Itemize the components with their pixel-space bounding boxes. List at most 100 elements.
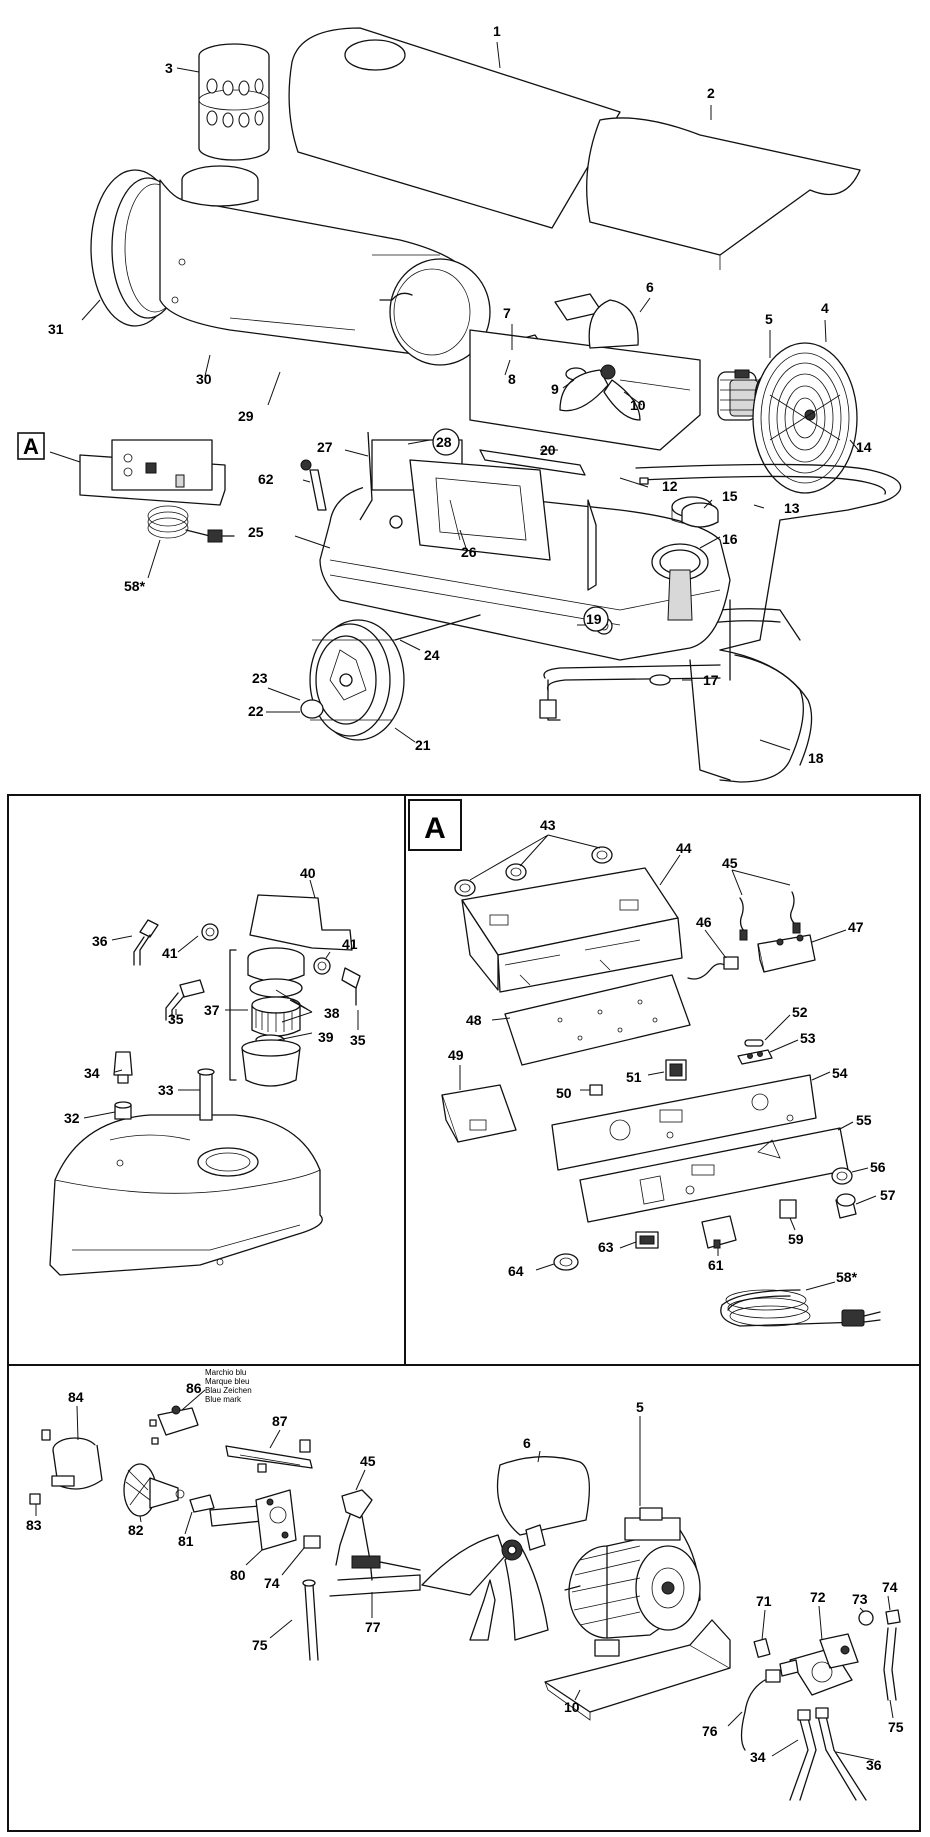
callouts-panel: 43 44 45 46 47 48 52 53 49 51 54 50 55 5… (448, 817, 896, 1285)
blue-mark-line-4: Blue mark (205, 1395, 242, 1404)
axle (394, 614, 481, 641)
callout-72: 72 (810, 1589, 826, 1605)
heater-assembly: A (17, 23, 902, 783)
upper-cover-rear (586, 117, 861, 270)
callout-54: 54 (832, 1065, 848, 1081)
nozzle-81 (189, 1494, 215, 1513)
callout-19-circle: 19 (583, 606, 609, 632)
power-cable-panel (720, 1289, 881, 1327)
callout-82: 82 (128, 1522, 144, 1538)
callout-38: 38 (324, 1005, 340, 1021)
callout-16: 16 (722, 531, 738, 547)
fan-6-detail (421, 1456, 590, 1641)
callout-87: 87 (272, 1413, 288, 1429)
callout-61: 61 (708, 1257, 724, 1273)
callout-47: 47 (848, 919, 864, 935)
callout-59: 59 (788, 1231, 804, 1247)
callout-86: 86 (186, 1380, 202, 1396)
callout-55: 55 (856, 1112, 872, 1128)
callout-29: 29 (238, 408, 254, 424)
callout-24: 24 (424, 647, 440, 663)
section-marker-a-label: A (23, 434, 39, 459)
cable-76-plug (765, 1669, 781, 1683)
fuel-hoses (789, 1707, 867, 1801)
handle-frame (539, 463, 902, 783)
sensor-62 (300, 459, 327, 511)
callouts-tank: 40 36 41 41 37 38 39 35 35 34 33 32 (64, 865, 366, 1126)
burner-head-82 (123, 1463, 185, 1517)
control-box-panel: A (408, 799, 896, 1327)
callout-74-right: 74 (882, 1579, 898, 1595)
upper-cover-front (288, 27, 621, 229)
leader-lines-top (49, 41, 861, 751)
section-marker-a-panel: A (408, 799, 462, 851)
callout-13: 13 (784, 500, 800, 516)
callout-77: 77 (365, 1619, 381, 1635)
callout-21: 21 (415, 737, 431, 753)
fan-blades (559, 299, 641, 421)
solenoid-cable-77 (329, 1555, 421, 1597)
callouts-top: 1 2 3 4 5 6 7 8 9 10 12 13 14 15 16 17 1… (48, 23, 872, 766)
switch-63 (635, 1231, 659, 1249)
burner-cylinder (372, 254, 491, 366)
callout-19: 19 (586, 611, 602, 627)
callout-5-bottom: 5 (636, 1399, 644, 1415)
bottom-section: Marchio blu Marque bleu Blau Zeichen Blu… (7, 1364, 921, 1832)
callout-20: 20 (540, 442, 556, 458)
tank-bottom-view (49, 1114, 323, 1276)
callout-71: 71 (756, 1593, 772, 1609)
callout-10-bottom: 10 (564, 1699, 580, 1715)
switch-59 (779, 1199, 797, 1219)
callout-49: 49 (448, 1047, 464, 1063)
callout-8: 8 (508, 371, 516, 387)
callout-10: 10 (630, 397, 646, 413)
callout-15: 15 (722, 488, 738, 504)
callout-34-tank: 34 (84, 1065, 100, 1081)
callout-31: 31 (48, 321, 64, 337)
callout-63: 63 (598, 1239, 614, 1255)
flange-80 (209, 1489, 297, 1551)
grommet-64 (553, 1253, 579, 1271)
terminal-box-49 (441, 1084, 517, 1143)
hose-75-left (304, 1584, 311, 1661)
callout-62: 62 (258, 471, 274, 487)
leader-lines-bottom (35, 1389, 894, 1761)
hose-75-end (302, 1579, 316, 1587)
callout-80: 80 (230, 1567, 246, 1583)
hose-75-right (883, 1627, 889, 1701)
callout-46: 46 (696, 914, 712, 930)
power-cable-top (147, 505, 235, 543)
fitting-71 (753, 1638, 771, 1658)
callout-75-right: 75 (888, 1719, 904, 1735)
section-marker-a-top: A (17, 432, 45, 460)
callout-50: 50 (556, 1085, 572, 1101)
callout-58-panel: 58* (836, 1269, 858, 1285)
callout-35-left: 35 (168, 1011, 184, 1027)
capacitor-51 (665, 1059, 687, 1081)
callout-30: 30 (196, 371, 212, 387)
callout-4: 4 (821, 300, 829, 316)
callout-40: 40 (300, 865, 316, 881)
tank-filter-panel: 40 36 41 41 37 38 39 35 35 34 33 32 (49, 865, 366, 1276)
blue-mark-line-3: Blau Zeichen (205, 1386, 252, 1395)
callout-81: 81 (178, 1533, 194, 1549)
callout-35-right: 35 (350, 1032, 366, 1048)
electrode-86 (149, 1405, 199, 1445)
filter-bracket (249, 894, 353, 951)
grommets (454, 846, 613, 897)
callout-44: 44 (676, 840, 692, 856)
fuel-filter (229, 947, 305, 1087)
cable-glands (831, 1167, 857, 1219)
nut-83 (29, 1493, 41, 1505)
callout-64: 64 (508, 1263, 524, 1279)
front-panel-54 (551, 1074, 817, 1171)
motor-5-detail (564, 1507, 701, 1639)
relay-box-47 (757, 934, 816, 973)
callout-52: 52 (792, 1004, 808, 1020)
connector-46 (687, 956, 739, 980)
callout-36: 36 (92, 933, 108, 949)
fan-guard (752, 342, 858, 494)
callout-18: 18 (808, 750, 824, 766)
callout-57: 57 (880, 1187, 896, 1203)
tank-cap (681, 502, 719, 528)
